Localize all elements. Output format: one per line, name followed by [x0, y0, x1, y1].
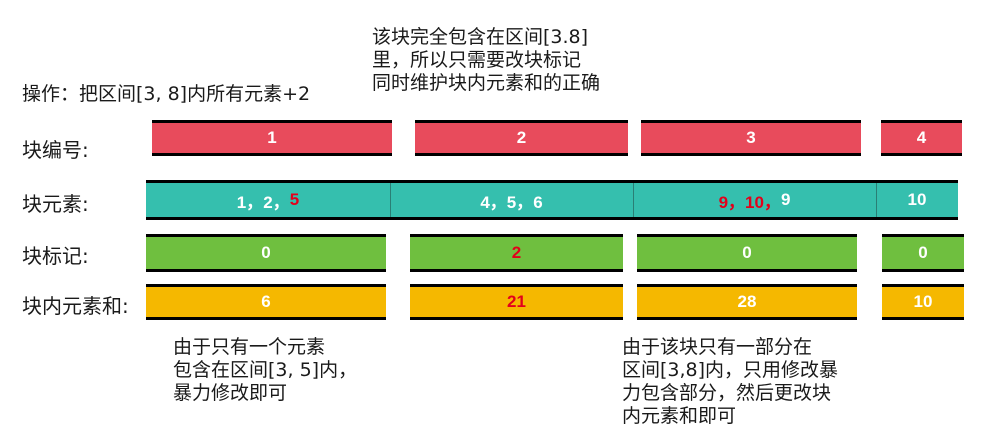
block-sum-cell-2: 21	[410, 284, 623, 320]
block-elements-cell-3: 9，10，9	[633, 183, 876, 217]
block-sum-cell-1: 6	[146, 284, 386, 320]
row-label-block-tag: 块标记:	[22, 244, 89, 268]
block-sum-cell-4: 10	[882, 284, 964, 320]
operation-caption: 操作：把区间[3, 8]内所有元素+2	[22, 83, 311, 105]
block-divider-1	[390, 183, 391, 217]
block-elements-1-plain: 1，2，	[236, 192, 290, 212]
block-elements-bar: 1，2，5 4，5，6 9，10，9 10	[146, 180, 958, 220]
block-id-cell-2: 2	[415, 120, 628, 156]
block-elements-1-highlight: 5	[289, 190, 300, 209]
block-tag-cell-4: 0	[882, 234, 964, 272]
block-tag-cell-1: 0	[146, 234, 386, 272]
block-id-cell-4: 4	[881, 120, 962, 156]
row-label-block-id: 块编号:	[22, 138, 89, 162]
block-tag-cell-3: 0	[637, 234, 857, 272]
block-tag-cell-2: 2	[410, 234, 623, 272]
top-note: 该块完全包含在区间[3.8] 里，所以只需要改块标记 同时维护块内元素和的正确	[372, 26, 601, 94]
row-label-block-sum: 块内元素和:	[22, 294, 129, 318]
block-elements-cell-4: 10	[907, 190, 927, 209]
block-elements-cell-1: 1，2，5	[146, 183, 390, 217]
block-divider-3	[876, 183, 877, 217]
block-divider-2	[633, 183, 634, 217]
block-sum-cell-3: 28	[637, 284, 857, 320]
bottom-left-note: 由于只有一个元素 包含在区间[3, 5]内， 暴力修改即可	[173, 336, 358, 404]
block-id-cell-1: 1	[152, 120, 392, 156]
block-id-cell-3: 3	[641, 120, 861, 156]
bottom-right-note: 由于该块只有一部分在 区间[3,8]内，只用修改暴 力包含部分，然后更改块 内元…	[622, 336, 839, 427]
block-tag-2-value: 2	[511, 243, 522, 262]
block-sum-2-value: 21	[507, 292, 526, 311]
block-elements-cell-2: 4，5，6	[480, 192, 543, 212]
block-elements-3-highlight: 9，10，	[718, 192, 781, 212]
block-elements-3-plain: 9	[780, 190, 791, 209]
row-label-block-elements: 块元素:	[22, 192, 89, 216]
